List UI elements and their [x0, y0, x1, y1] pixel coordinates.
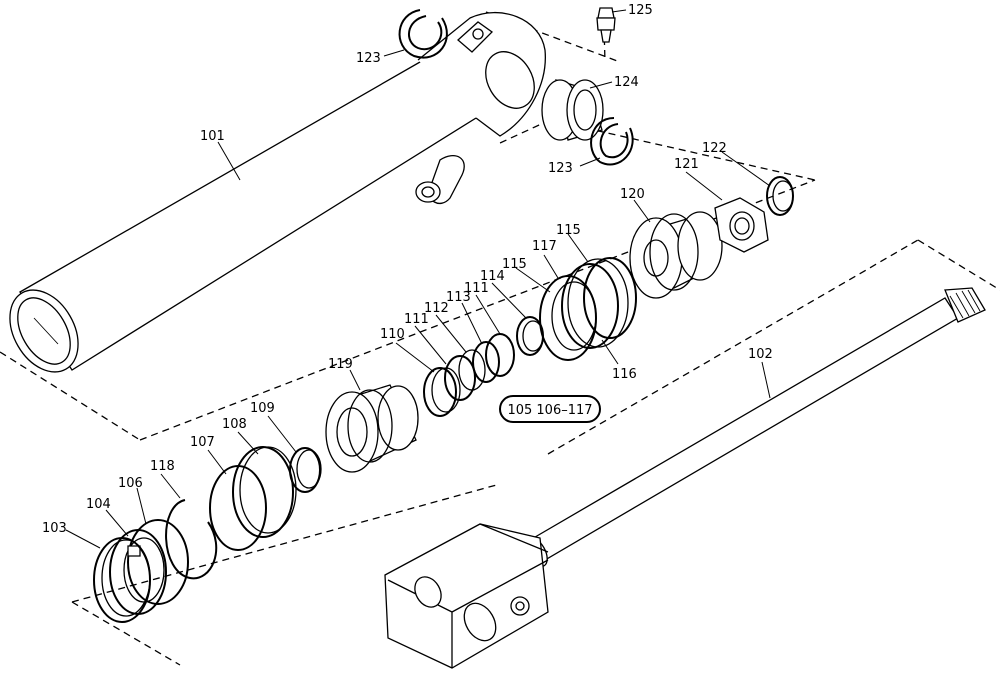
bushing-124 — [541, 79, 604, 141]
snap-ring-123-upper — [398, 9, 448, 59]
grease-fitting-125 — [596, 7, 616, 43]
rod-guide-119 — [325, 384, 419, 473]
callout-118: 118 — [150, 459, 175, 474]
callout-115-upper: 115 — [556, 223, 581, 238]
callout-121: 121 — [674, 157, 699, 172]
callout-101: 101 — [200, 129, 225, 144]
ring-103 — [93, 537, 151, 623]
callout-107: 107 — [190, 435, 215, 450]
callout-120: 120 — [620, 187, 645, 202]
wiper-104 — [109, 529, 167, 615]
piston-seals-115-117 — [539, 257, 637, 361]
leader-lines — [65, 9, 771, 549]
callout-125: 125 — [628, 3, 653, 18]
callout-109: 109 — [250, 401, 275, 416]
callout-114: 114 — [480, 269, 505, 284]
callout-111-left: 111 — [404, 312, 429, 327]
ring-109 — [289, 447, 322, 493]
callout-108: 108 — [222, 417, 247, 432]
callout-113: 113 — [446, 290, 471, 305]
seal-107 — [209, 465, 267, 551]
callout-106: 106 — [118, 476, 143, 491]
piston-120 — [629, 211, 723, 299]
callout-labels: 101 102 103 104 106 107 108 109 110 111 … — [42, 3, 773, 536]
callout-119: 119 — [328, 357, 353, 372]
piston-rod-102 — [384, 287, 986, 669]
callout-123-upper: 123 — [356, 51, 381, 66]
seal-stack-110-113 — [423, 333, 515, 417]
callout-123-lower: 123 — [548, 161, 573, 176]
callout-104: 104 — [86, 497, 111, 512]
assembly-boundaries — [0, 11, 1000, 666]
callout-116: 116 — [612, 367, 637, 382]
callout-122: 122 — [702, 141, 727, 156]
seal-108 — [232, 446, 297, 538]
ring-106 — [127, 519, 189, 605]
callout-117: 117 — [532, 239, 557, 254]
seal-kit-callout: 105 106–117 — [499, 395, 601, 423]
callout-112: 112 — [424, 301, 449, 316]
callout-124: 124 — [614, 75, 639, 90]
nut-121 — [714, 197, 769, 253]
snap-ring-123-lower — [590, 117, 634, 166]
callout-103: 103 — [42, 521, 67, 536]
callout-111-right: 111 — [464, 281, 489, 296]
callout-115-lower: 115 — [502, 257, 527, 272]
snap-ring-122 — [766, 176, 794, 216]
snap-ring-118 — [165, 499, 218, 580]
barrel-101 — [9, 11, 546, 373]
seal-kit-label: 105 106–117 — [507, 403, 592, 418]
callout-102: 102 — [748, 347, 773, 362]
callout-110: 110 — [380, 327, 405, 342]
o-ring-114 — [516, 316, 544, 356]
